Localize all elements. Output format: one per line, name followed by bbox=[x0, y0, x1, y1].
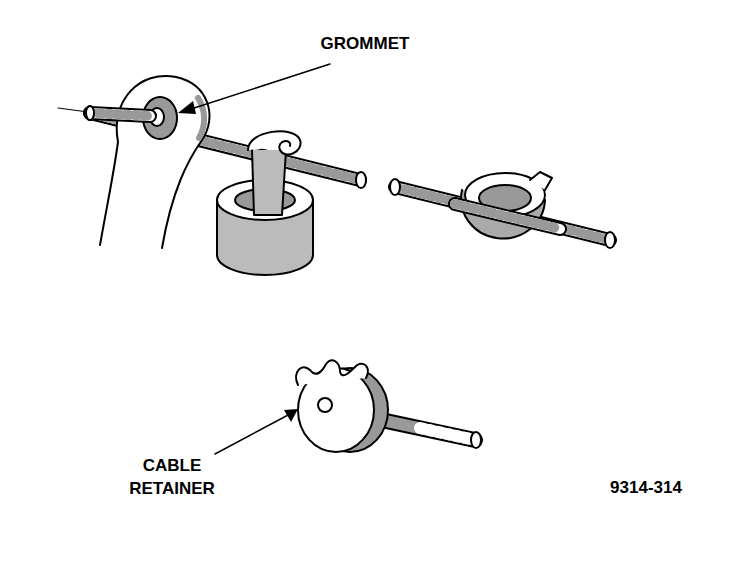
retainer-socket bbox=[217, 131, 313, 275]
leader-line bbox=[215, 414, 290, 454]
part-label: CABLE RETAINER bbox=[120, 455, 225, 501]
cable bbox=[390, 179, 615, 248]
arrowhead bbox=[178, 101, 196, 114]
arrowhead bbox=[284, 409, 298, 422]
part-label: GROMMET bbox=[285, 33, 445, 56]
bracket bbox=[100, 76, 210, 248]
retainer-ring bbox=[455, 172, 560, 239]
bracket-shading bbox=[198, 98, 204, 138]
leader-line bbox=[188, 64, 330, 110]
cable-retainer bbox=[296, 360, 481, 452]
figure-number: 9314-314 bbox=[581, 477, 711, 500]
